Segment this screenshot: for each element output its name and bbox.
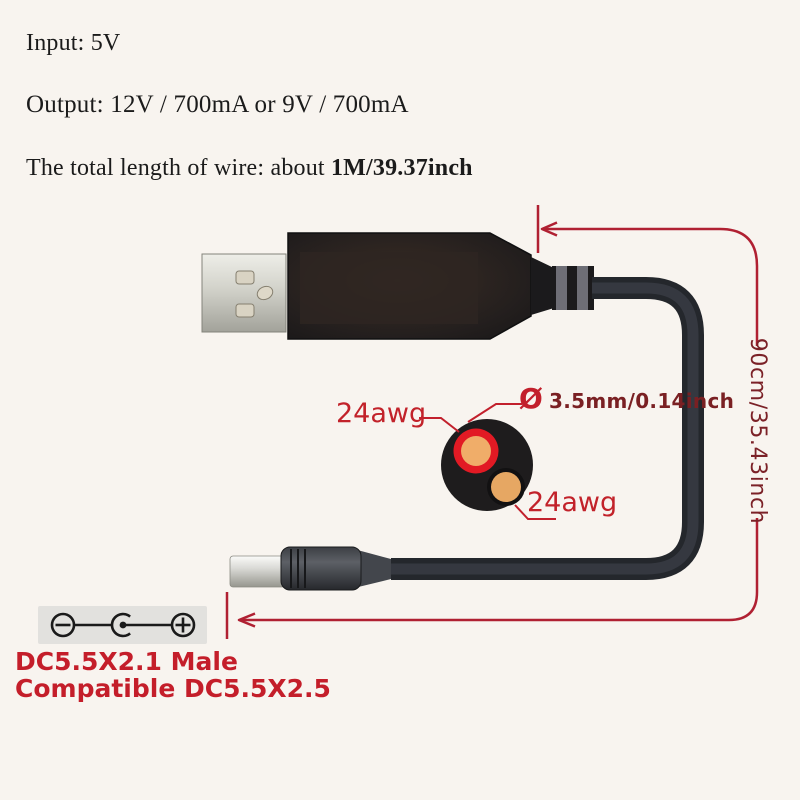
strain-relief-rib (556, 266, 567, 310)
spec-length-value: 1M/39.37inch (330, 155, 473, 181)
dimension-line-top-right (544, 227, 759, 346)
polarity-diagram (38, 606, 207, 644)
dimension-lines (225, 205, 759, 639)
spec-length-text: The total length of wire: about 1M/39.37… (26, 155, 473, 182)
usb-metal-shell (201, 253, 287, 333)
leader-line-gauge-bottom (514, 504, 556, 520)
spec-input-text: Input: 5V (26, 30, 121, 56)
dimension-arrow-top (540, 221, 558, 237)
strain-relief-neck (531, 257, 554, 315)
wire-gauge-label-bottom: 24awg (527, 487, 618, 518)
dc-plug-graphic (229, 546, 391, 591)
wire-red-copper-core (461, 436, 491, 466)
leader-line-gauge-top (419, 417, 460, 433)
usb-shell-hole-bottom (235, 303, 255, 318)
cable-sheen (391, 282, 699, 575)
cable-graphic (391, 277, 704, 580)
spec-length-prefix: The total length of wire: about (26, 155, 331, 181)
dc-plug-body (280, 546, 362, 591)
leader-line-diameter (467, 403, 522, 423)
dc-plug-subtitle: Compatible DC5.5X2.5 (15, 674, 331, 703)
wire-cross-section-graphic (419, 403, 556, 520)
wire-gauge-label-top: 24awg (336, 398, 427, 429)
diameter-symbol: Ø (519, 382, 543, 415)
dc-plug-title: DC5.5X2.1 Male (15, 647, 238, 676)
dc-plug-ridges (290, 549, 306, 588)
dc-plug-barrel-tip (229, 555, 286, 588)
polarity-center-pin-dot (119, 621, 127, 629)
usb-shell-hole-oval (256, 285, 274, 301)
dimension-arrow-bottom (237, 612, 256, 628)
usb-shell-hole-top (235, 270, 255, 285)
usb-plug-graphic (201, 232, 594, 340)
polarity-center-sleeve-symbol (110, 612, 131, 638)
cable-length-label: 90cm/35.43inch (745, 337, 770, 525)
dimension-line-bottom (240, 518, 759, 622)
usb-body-face-panel (300, 252, 478, 324)
wire-second-copper-core (491, 472, 521, 502)
strain-relief-rib (577, 266, 588, 310)
diameter-label: 3.5mm/0.14inch (549, 389, 735, 413)
spec-output-text: Output: 12V / 700mA or 9V / 700mA (26, 91, 409, 118)
